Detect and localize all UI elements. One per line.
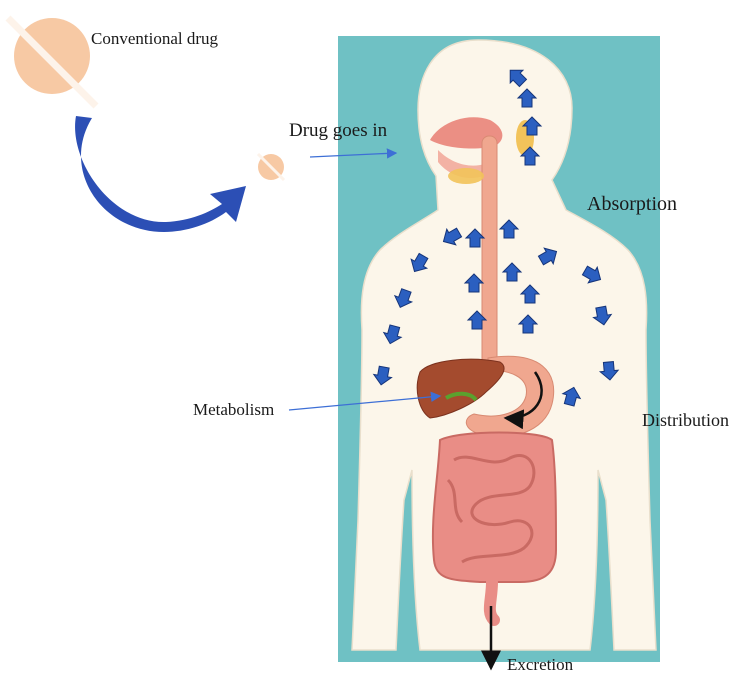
- metabolism-label: Metabolism: [193, 401, 274, 418]
- excretion-label: Excretion: [507, 656, 573, 673]
- distribution-label: Distribution: [642, 411, 729, 429]
- small-pill-icon: [258, 154, 284, 180]
- large-pill-icon: [8, 18, 96, 106]
- drug-goes-in-label: Drug goes in: [289, 121, 387, 140]
- curved-flow-arrow-icon: [75, 116, 246, 232]
- oesophagus: [482, 136, 497, 368]
- conventional-drug-label: Conventional drug: [91, 30, 218, 47]
- absorption-label: Absorption: [587, 194, 677, 214]
